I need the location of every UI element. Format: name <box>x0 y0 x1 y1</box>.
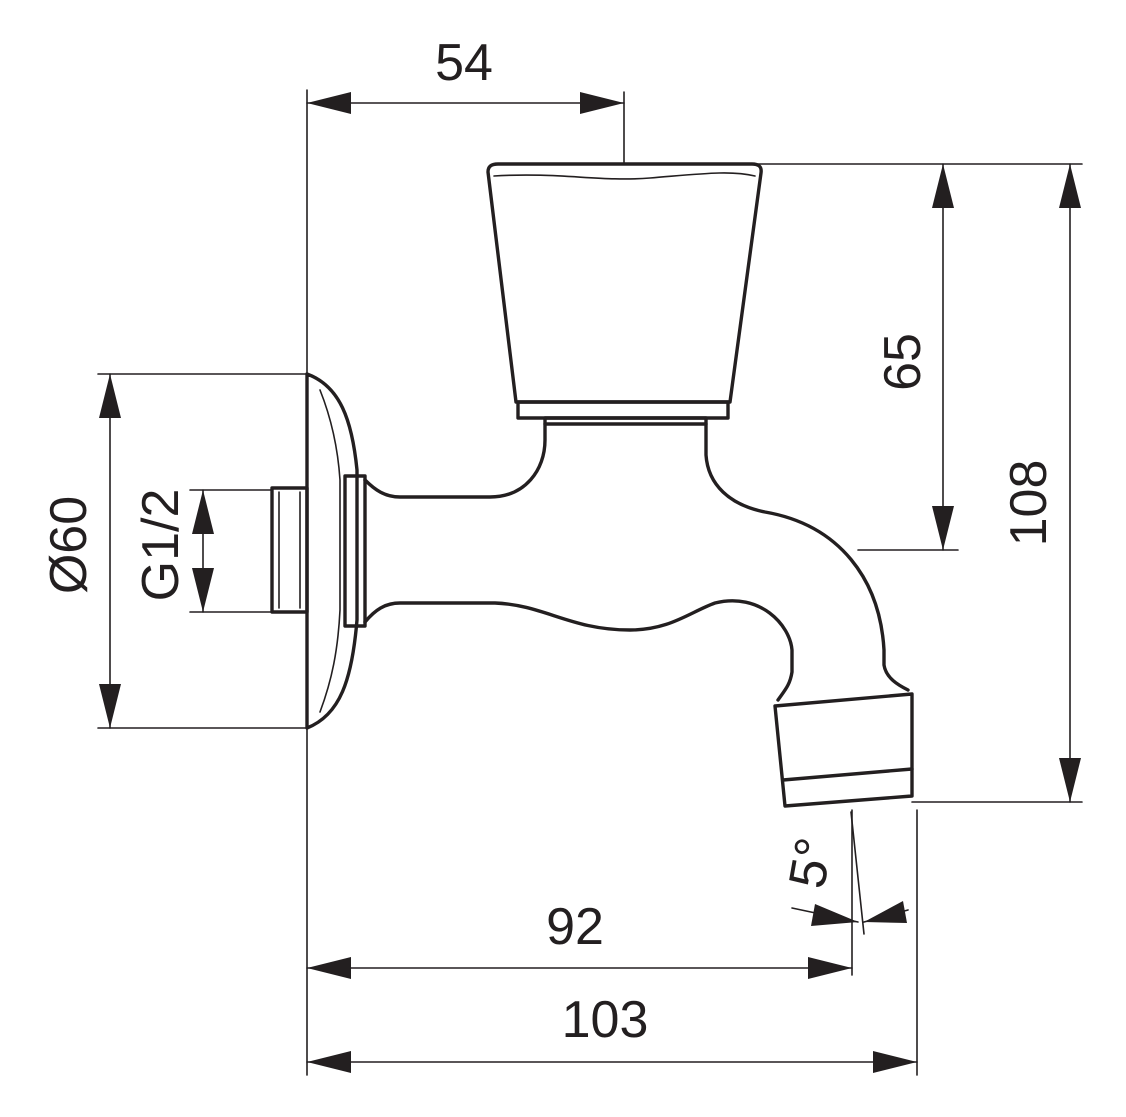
label-total-height: 108 <box>1000 460 1058 547</box>
handle-top-edge <box>493 172 756 180</box>
threaded-connector <box>270 486 309 614</box>
handle-base-ring <box>516 400 730 420</box>
label-flange-diameter: Ø60 <box>40 496 98 594</box>
aerator-nozzle <box>773 692 914 808</box>
label-handle-height: 65 <box>874 333 932 391</box>
spout-top-contour <box>363 422 547 499</box>
wall-flange <box>305 372 359 730</box>
arrow-65-bottom <box>932 506 954 550</box>
label-thread-size: G1/2 <box>132 489 190 602</box>
arrow-diameter-bottom <box>99 684 121 728</box>
label-spout-angle: 5° <box>778 834 844 893</box>
handle-stem <box>543 416 708 426</box>
arrow-thread-top <box>192 490 214 534</box>
arrow-diameter-top <box>99 374 121 418</box>
arrow-54-left <box>307 92 351 114</box>
arrow-103-right <box>873 1051 917 1073</box>
spout-bottom-contour <box>363 599 794 702</box>
faucet-body <box>270 162 914 808</box>
label-top-width: 54 <box>435 34 493 92</box>
arrow-92-right <box>808 957 852 979</box>
arrow-108-top <box>1059 164 1081 208</box>
wall-flange-inner-edge <box>319 389 341 713</box>
arrow-angle-right <box>864 901 907 923</box>
label-total-reach: 103 <box>562 991 649 1049</box>
arrow-103-left <box>307 1051 351 1073</box>
arrow-92-left <box>307 957 351 979</box>
arrow-54-right <box>580 92 624 114</box>
aerator-top-band <box>774 693 913 707</box>
handle-cap <box>486 162 763 404</box>
arrow-65-top <box>932 164 954 208</box>
spout-right-contour <box>704 422 910 692</box>
ext-angle-slanted <box>850 811 865 935</box>
aerator-band-line <box>781 767 914 782</box>
arrow-thread-bottom <box>192 568 214 612</box>
arrow-108-bottom <box>1059 758 1081 802</box>
arrow-angle-left <box>811 904 858 926</box>
body-collar <box>343 474 367 628</box>
dimension-labels: 54 65 108 Ø60 G1/2 92 103 5° <box>40 34 1058 1049</box>
label-spout-reach: 92 <box>546 898 604 956</box>
dimension-lines <box>99 92 1081 1073</box>
